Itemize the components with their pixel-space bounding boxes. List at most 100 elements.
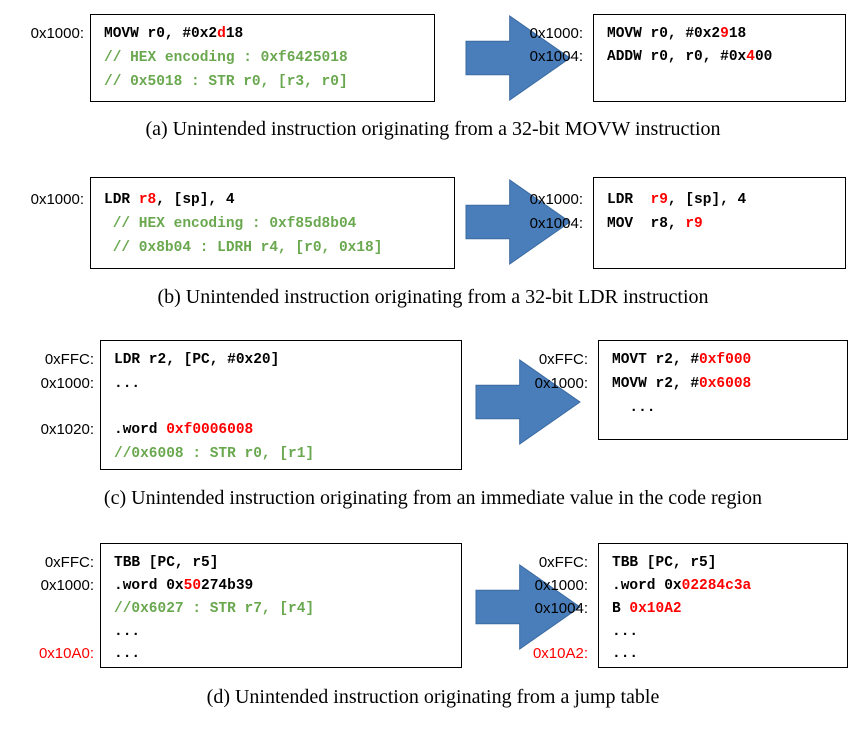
code-token: ... (114, 376, 141, 392)
arrow-shape (475, 359, 581, 445)
address-label: 0xFFC: (538, 351, 588, 368)
code-line: MOVW r0, #0x2918 (607, 25, 746, 43)
highlighted-token: 0x10A2 (629, 601, 682, 617)
code-line: LDR r9, [sp], 4 (607, 191, 746, 209)
highlighted-token: 0xf0006008 (166, 422, 254, 438)
address-label: 0x1000: (529, 25, 583, 42)
code-token: ... (612, 400, 656, 416)
original-code-box (100, 340, 462, 470)
code-comment: // HEX encoding : 0xf85d8b04 (104, 216, 357, 232)
code-line: LDR r2, [PC, #0x20] (114, 351, 279, 369)
code-token: MOVW r0, #0x2 (104, 26, 218, 42)
code-token: ADDW r0, r0, #0x (607, 49, 747, 65)
address-label: 0xFFC: (44, 351, 94, 368)
rewritten-code-box (598, 340, 848, 440)
address-label: 0x1004: (529, 48, 583, 65)
address-label: 0x1004: (534, 600, 588, 617)
highlighted-token: 50 (183, 578, 202, 594)
highlighted-token: 02284c3a (681, 578, 752, 594)
code-line: ... (612, 623, 638, 641)
code-token: B (612, 601, 630, 617)
highlighted-token: d (217, 26, 226, 42)
code-token: 00 (754, 49, 773, 65)
rewritten-code-box (598, 543, 848, 668)
code-comment: // HEX encoding : 0xf6425018 (104, 50, 348, 66)
code-line: MOVW r2, #0x6008 (612, 375, 751, 393)
rewritten-code-box (593, 14, 846, 102)
code-comment: // 0x8b04 : LDRH r4, [r0, 0x18] (104, 240, 383, 256)
panel-caption: (a) Unintended instruction originating f… (145, 118, 721, 140)
transform-arrow-icon (465, 179, 571, 265)
address-label: 0x1000: (40, 577, 94, 594)
address-label: 0x1000: (30, 25, 84, 42)
code-comment: //0x6027 : STR r7, [r4] (114, 601, 315, 617)
original-code-box (90, 177, 455, 269)
arrow-shape (475, 564, 581, 650)
code-line: //0x6027 : STR r7, [r4] (114, 600, 314, 618)
transform-arrow-icon (475, 359, 581, 445)
highlighted-token: 0x6008 (699, 376, 752, 392)
code-token: MOVT r2, # (612, 352, 700, 368)
code-line: //0x6008 : STR r0, [r1] (114, 445, 314, 463)
code-token: 18 (225, 26, 244, 42)
code-token: ... (612, 624, 639, 640)
highlighted-token: r9 (650, 192, 668, 208)
code-line: // 0x5018 : STR r0, [r3, r0] (104, 73, 348, 91)
code-line: ... (114, 375, 140, 393)
code-token: LDR (104, 192, 139, 208)
original-code-box (100, 543, 462, 668)
address-label: 0x1000: (534, 375, 588, 392)
code-token: ... (612, 646, 639, 662)
code-token: 18 (728, 26, 747, 42)
code-token: TBB [PC, r5] (114, 555, 219, 571)
address-label: 0x1000: (30, 191, 84, 208)
address-label: 0x1000: (40, 375, 94, 392)
code-line: ... (114, 645, 140, 663)
arrow-shape (465, 179, 571, 265)
transform-arrow-icon (465, 15, 571, 101)
code-token: LDR (607, 192, 651, 208)
address-label: 0x1000: (534, 577, 588, 594)
code-comment: //0x6008 : STR r0, [r1] (114, 446, 315, 462)
code-token: ... (114, 624, 141, 640)
address-label: 0x1020: (40, 421, 94, 438)
code-line: LDR r8, [sp], 4 (104, 191, 235, 209)
address-label: 0x1004: (529, 215, 583, 232)
code-line: // HEX encoding : 0xf6425018 (104, 49, 348, 67)
code-line: // HEX encoding : 0xf85d8b04 (104, 215, 357, 233)
arrow-shape (465, 15, 571, 101)
panel-caption: (c) Unintended instruction originating f… (103, 487, 763, 509)
code-token: .word (114, 422, 167, 438)
code-line: .word 0xf0006008 (114, 421, 253, 439)
original-code-box (90, 14, 435, 102)
panel-caption: (d) Unintended instruction originating f… (206, 686, 660, 708)
code-line: // 0x8b04 : LDRH r4, [r0, 0x18] (104, 239, 383, 257)
code-comment: // 0x5018 : STR r0, [r3, r0] (104, 74, 348, 90)
code-line: ... (612, 399, 656, 417)
code-token: , [sp], 4 (667, 192, 747, 208)
code-token: TBB [PC, r5] (612, 555, 717, 571)
address-label: 0x10A0: (38, 645, 94, 662)
code-line: MOVT r2, #0xf000 (612, 351, 751, 369)
address-label: 0x10A2: (532, 645, 588, 662)
code-token: , [sp], 4 (156, 192, 235, 208)
highlighted-token: 4 (746, 49, 755, 65)
address-label: 0x1000: (529, 191, 583, 208)
code-token: ... (114, 646, 141, 662)
code-line: MOV r8, r9 (607, 215, 703, 233)
code-line: B 0x10A2 (612, 600, 682, 618)
code-line: TBB [PC, r5] (612, 554, 716, 572)
code-token: 274b39 (201, 578, 254, 594)
address-label: 0xFFC: (44, 554, 94, 571)
code-line: ... (114, 623, 140, 641)
address-label: 0xFFC: (538, 554, 588, 571)
highlighted-token: 9 (720, 26, 729, 42)
code-token: MOV r8, (607, 216, 686, 232)
code-token: MOVW r0, #0x2 (607, 26, 721, 42)
code-line: TBB [PC, r5] (114, 554, 218, 572)
highlighted-token: r8 (138, 192, 157, 208)
code-line: .word 0x02284c3a (612, 577, 751, 595)
panel-caption: (b) Unintended instruction originating f… (157, 286, 709, 308)
code-line: ... (612, 645, 638, 663)
code-token: .word 0x (612, 578, 682, 594)
